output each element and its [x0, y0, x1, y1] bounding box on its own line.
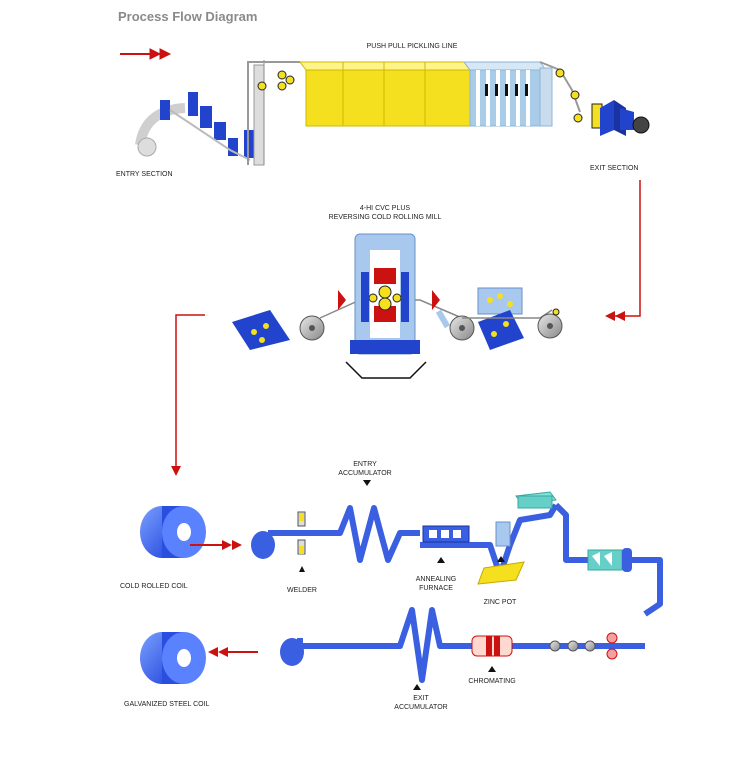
label-exit-section: EXIT SECTION	[590, 165, 639, 172]
label-mill-line2: REVERSING COLD ROLLING MILL	[328, 214, 442, 221]
label-zinc-pot: ZINC POT	[483, 599, 517, 606]
label-mill-line1: 4-HI CVC PLUS	[359, 205, 411, 212]
welder	[297, 511, 306, 572]
entry-section	[135, 60, 265, 166]
cold-rolled-coil	[140, 506, 206, 558]
arrow-to-galvanized-coil	[208, 647, 258, 657]
start-arrow	[120, 48, 172, 60]
entry-rollers	[257, 70, 295, 91]
label-exit-acc-line2: ACCUMULATOR	[394, 704, 448, 711]
pickling-tanks	[299, 61, 553, 127]
arrow-to-galv-line	[190, 540, 242, 550]
annealing-furnace	[422, 525, 470, 563]
cooling-unit	[587, 548, 632, 572]
label-entry-section: ENTRY SECTION	[116, 171, 173, 178]
label-annealing-furnace: ANNEALING FURNACE	[406, 575, 466, 593]
skin-pass-rollers	[549, 632, 618, 660]
chromating-unit	[471, 635, 513, 672]
label-annealing-line1: ANNEALING	[415, 576, 457, 583]
galvanized-steel-coil	[140, 632, 206, 684]
exit-acc-marker	[413, 684, 421, 690]
label-pickling-line: PUSH PULL PICKLING LINE	[366, 43, 458, 50]
label-exit-acc-line1: EXIT	[413, 695, 429, 702]
connector-exit-to-mill	[605, 180, 641, 321]
connector-mill-to-coil	[171, 314, 205, 476]
label-entry-accumulator: ENTRY ACCUMULATOR	[330, 460, 400, 478]
label-entry-acc-line2: ACCUMULATOR	[338, 470, 392, 477]
diagram-title: Process Flow Diagram	[118, 9, 258, 24]
label-galvanized-steel-coil: GALVANIZED STEEL COIL	[124, 701, 210, 708]
cooling-tower	[515, 491, 557, 509]
rolling-mill	[232, 233, 563, 379]
label-annealing-line2: FURNACE	[419, 585, 453, 592]
label-welder: WELDER	[287, 587, 317, 594]
label-entry-acc-line1: ENTRY	[353, 461, 377, 468]
galvanizing-strip-lower	[280, 607, 645, 683]
zinc-pot	[477, 521, 525, 585]
label-chromating: CHROMATING	[468, 678, 516, 685]
label-mill-title: 4-HI CVC PLUS REVERSING COLD ROLLING MIL…	[320, 204, 450, 222]
entry-acc-marker	[363, 480, 371, 486]
label-exit-accumulator: EXIT ACCUMULATOR	[386, 694, 456, 712]
exit-section	[539, 61, 650, 136]
label-cold-rolled-coil: COLD ROLLED COIL	[120, 583, 188, 590]
